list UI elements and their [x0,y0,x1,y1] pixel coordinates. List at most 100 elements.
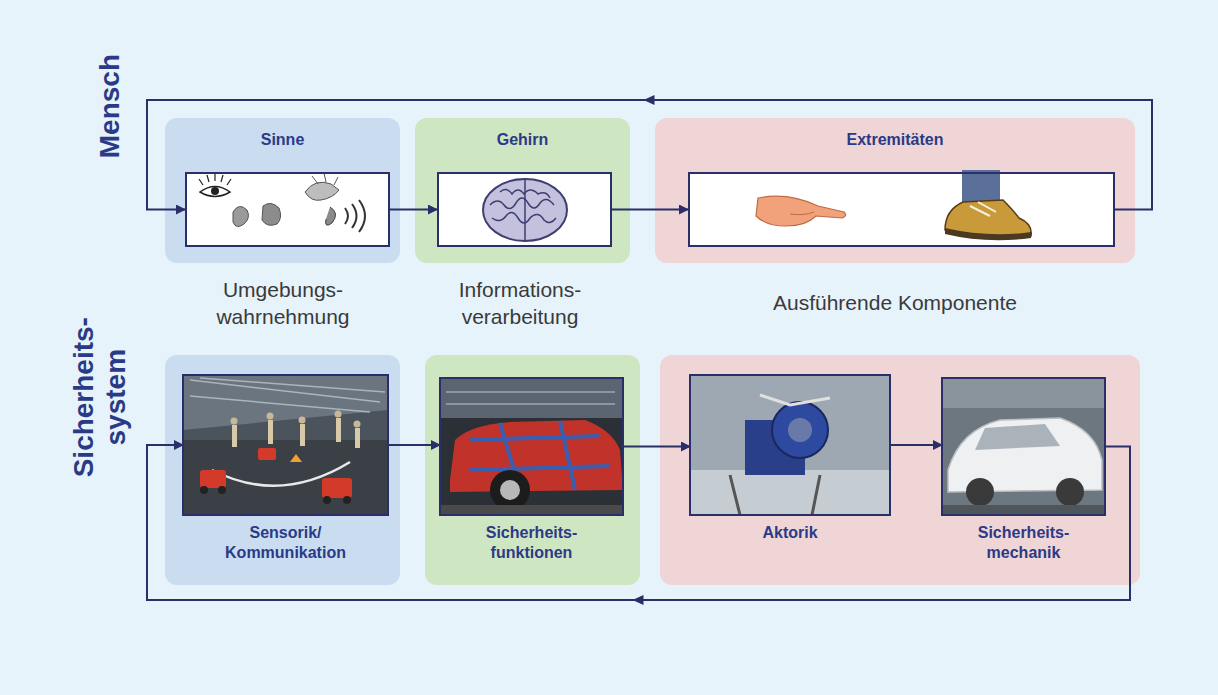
stage-label: Ausführende Komponente [685,289,1105,316]
photo-caption: Sensorik/ Kommunikation [211,523,361,563]
photo-test-hall [335,411,342,418]
photo-panel: Sicherheits- funktionen [440,378,623,563]
photo-test-hall [322,478,352,498]
photo-test-hall [258,448,276,460]
photo-actuator [690,375,890,515]
senses-icon [326,207,336,225]
group-panel [165,118,1140,585]
panel-heading: Gehirn [415,118,630,149]
senses-icon [200,187,230,197]
senses-icon [345,200,365,232]
photo-caption: Sicherheits- mechanik [949,523,1099,563]
photo-actuator [760,395,830,405]
photo-crash-test [490,470,530,510]
photo-test-hall [231,418,238,425]
photo-test-hall [200,470,226,488]
senses-icon [312,173,338,185]
photo-test-hall [290,454,302,462]
photo-car-body [966,478,994,506]
shoe-icon [945,228,1031,240]
photo-car-body [975,424,1060,450]
photo-test-hall [183,375,388,515]
photo-frame [440,378,623,515]
photo-frame [183,375,388,515]
photo-caption: Sicherheits- funktionen [457,523,607,563]
photo-crash-test [446,392,615,404]
category-panel: Gehirn [415,118,630,263]
group-panel [425,355,640,585]
photo-area [690,375,890,515]
photo-actuator [690,470,890,515]
photo-crash-test [440,378,623,515]
icon-box [688,172,1115,247]
panel-heading: Sinne [165,118,400,149]
stage-label: Umgebungs- wahrnehmung [193,276,373,331]
photo-panel: Sensorik/ Kommunikation [183,375,388,563]
brain-icon [492,212,556,223]
row-title: Mensch [94,6,126,206]
panel-heading: Extremitäten [655,118,1135,149]
photo-car-body [1056,478,1084,506]
icon-box-fill [688,172,1115,247]
flow-arrow [388,444,440,446]
flow-arrow [147,445,1130,600]
photo-test-hall [200,448,352,498]
group-panel [165,355,400,585]
category-panel: Extremitäten [655,118,1135,263]
photo-crash-test [440,378,623,515]
flow-arrow [147,100,1152,210]
photo-test-hall [183,375,388,430]
photo-crash-test [450,420,623,492]
photo-test-hall [267,413,274,420]
shoe-icon [970,202,996,216]
mid-arrowhead [633,595,644,605]
photo-car-body [942,505,1105,515]
flow-arrow [390,209,437,211]
photo-area [942,378,1105,515]
photo-test-hall [190,378,385,412]
flow-arrow [623,446,690,448]
senses-icon [199,173,365,232]
photo-car-body [942,378,1105,408]
brain-icon [524,180,526,240]
photo-test-hall [231,411,361,428]
photo-area [440,378,623,515]
photo-test-hall [354,421,361,428]
photo-actuator [730,475,820,515]
brain-icon [490,198,554,209]
photo-panel: Sicherheits- mechanik [942,378,1105,563]
shoe-icon [945,170,1031,240]
row-title: Sicherheits- system [68,292,132,502]
hand-icon [756,196,846,226]
photo-test-hall [268,420,273,444]
stage-label: Informations- verarbeitung [430,276,610,331]
photo-test-hall [300,424,305,446]
photo-test-hall [200,486,351,504]
photo-frame [183,375,1105,515]
photo-crash-test [440,378,623,418]
photo-car-body [942,378,1105,515]
group-panel [165,118,400,263]
photo-area [183,375,388,515]
group-panel [415,118,630,263]
flow-arrow [612,209,688,211]
category-panel: Sinne [165,118,400,263]
photo-test-hall [183,375,388,515]
group-panel [655,118,1135,263]
senses-icon [262,203,281,225]
photo-frame [690,375,890,515]
shoe-icon [962,170,1000,204]
photo-actuator [690,375,890,515]
photo-actuator [788,418,812,442]
photo-test-hall [299,417,306,424]
mid-arrowhead [644,95,655,105]
photo-test-hall [336,418,341,442]
photo-crash-test [500,480,520,500]
brain-icon [483,179,567,241]
photo-panel: Aktorik [690,375,890,543]
photo-test-hall [232,425,237,447]
